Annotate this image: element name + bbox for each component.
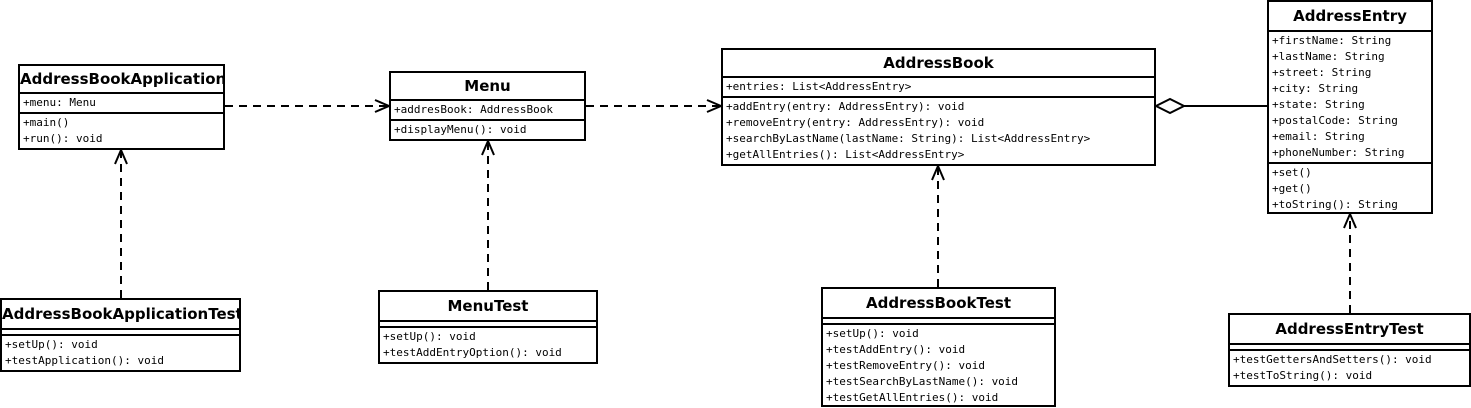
operation: +getAllEntries(): List<AddressEntry> [726,148,965,161]
relation-menutest-to-menu [481,138,495,290]
class-name: AddressEntry [1269,2,1431,32]
operations-section: +setUp(): void +testAddEntryOption(): voi… [380,328,596,362]
operation: +testGettersAndSetters(): void [1233,353,1432,366]
relation-apptest-to-app [114,147,128,298]
operation: +setUp(): void [383,330,476,343]
open-arrowhead [481,138,495,156]
attributes-section [1230,345,1469,351]
class-address-book-application-test: AddressBookApplicationTest +setUp(): void… [0,298,241,372]
operation: +testSearchByLastName(): void [826,375,1019,388]
class-name: AddressBook [723,50,1154,78]
open-arrowhead [1343,211,1357,229]
attributes-section [380,322,596,328]
operation: +testAddEntryOption(): void [383,346,562,359]
operations-section: +setUp(): void +testApplication(): void [2,336,239,370]
attribute: +phoneNumber: String [1272,146,1405,159]
operations-section: +set() +get() +toString(): String [1269,164,1431,212]
aggregation-diamond [1153,97,1187,115]
attributes-section: +addresBook: AddressBook [391,101,584,121]
operation: +testRemoveEntry(): void [826,359,985,372]
operation: +testApplication(): void [5,354,164,367]
attributes-section: +firstName: String +lastName: String +stre… [1269,32,1431,164]
operation: +searchByLastName(lastName: String): Lis… [726,132,1091,145]
class-menu: Menu +addresBook: AddressBook +displayMenu… [389,71,586,141]
operation: +setUp(): void [826,327,919,340]
attribute: +state: String [1272,98,1365,111]
operations-section: +displayMenu(): void [391,121,584,139]
operation: +setUp(): void [5,338,98,351]
attribute: +city: String [1272,82,1359,95]
attribute: +firstName: String [1272,34,1392,47]
attributes-section [2,330,239,336]
class-address-book-test: AddressBookTest +setUp(): void +testAddEnt… [821,287,1056,407]
class-name: AddressBookApplication [20,66,223,94]
attribute: +email: String [1272,130,1365,143]
relation-addressbook-to-entry [1153,97,1267,115]
class-address-entry-test: AddressEntryTest +testGettersAndSetters()… [1228,313,1471,387]
class-menu-test: MenuTest +setUp(): void +testAddEntryOptio… [378,290,598,364]
operation: +testAddEntry(): void [826,343,966,356]
class-address-book-application: AddressBookApplication +menu: Menu +main()… [18,64,225,150]
operation: +testToString(): void [1233,369,1373,382]
operations-section: +setUp(): void +testAddEntry(): void +test… [823,325,1054,405]
class-name: AddressEntryTest [1230,315,1469,345]
operations-section: +testGettersAndSetters(): void +testToStr… [1230,351,1469,385]
operations-section: +main() +run(): void [20,114,223,148]
open-arrowhead [114,147,128,165]
operations-section: +addEntry(entry: AddressEntry): void +rem… [723,98,1154,164]
operation: +toString(): String [1272,198,1398,211]
operation: +main() [23,116,70,129]
operation: +addEntry(entry: AddressEntry): void [726,100,965,113]
attribute: +postalCode: String [1272,114,1398,127]
attribute: +menu: Menu [23,96,96,109]
attribute: +entries: List<AddressEntry> [726,80,912,93]
class-name: AddressBookApplicationTest [2,300,239,330]
class-name: Menu [391,73,584,101]
class-address-entry: AddressEntry +firstName: String +lastName:… [1267,0,1433,214]
relation-booktest-to-book [931,163,945,287]
attributes-section [823,319,1054,325]
attributes-section: +entries: List<AddressEntry> [723,78,1154,98]
class-name: MenuTest [380,292,596,322]
attribute: +lastName: String [1272,50,1385,63]
relation-app-to-menu [225,99,392,113]
operation: +removeEntry(entry: AddressEntry): void [726,116,985,129]
operation: +run(): void [23,132,103,145]
operation: +testGetAllEntries(): void [826,391,999,404]
operation: +get() [1272,182,1312,195]
relation-entrytest-to-entry [1343,211,1357,313]
relation-menu-to-addressbook [586,99,724,113]
operation: +displayMenu(): void [394,123,527,136]
class-address-book: AddressBook +entries: List<AddressEntry> +… [721,48,1156,166]
attribute: +addresBook: AddressBook [394,103,553,116]
operation: +set() [1272,166,1312,179]
attributes-section: +menu: Menu [20,94,223,114]
class-name: AddressBookTest [823,289,1054,319]
attribute: +street: String [1272,66,1372,79]
open-arrowhead [931,163,945,181]
